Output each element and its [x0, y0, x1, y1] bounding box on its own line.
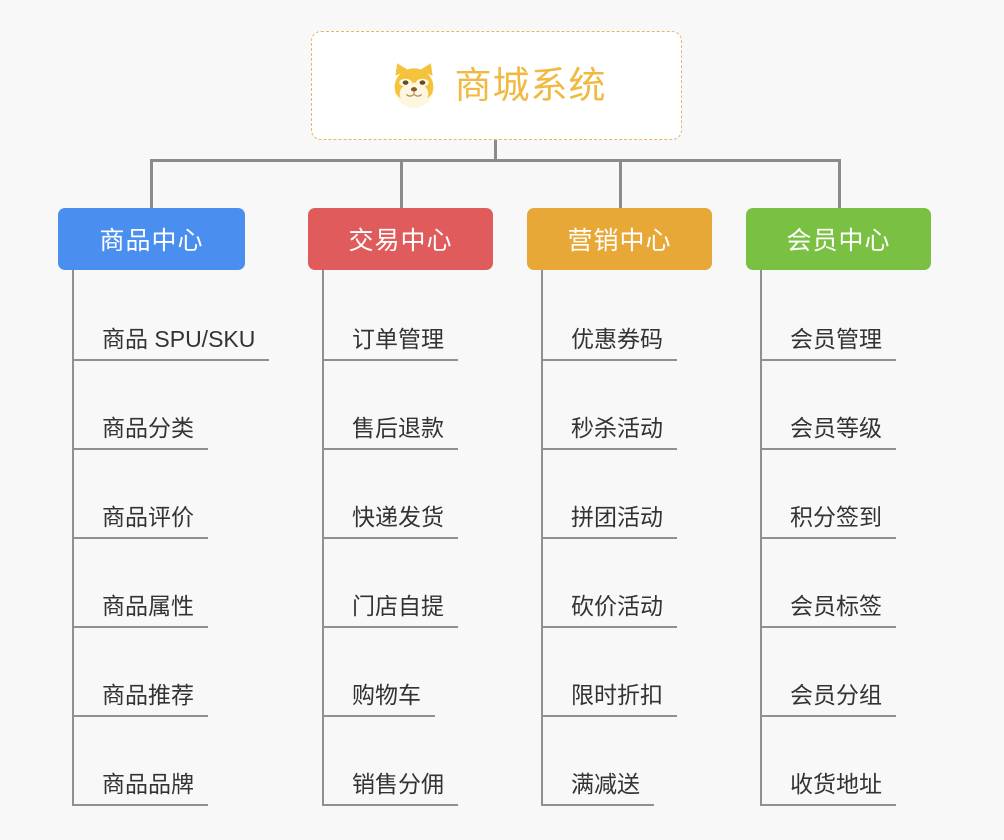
- leaf-list-1: 商品 SPU/SKU 商品分类 商品评价 商品属性 商品推荐 商品品牌: [72, 270, 270, 806]
- branch-column-4: 会员中心 会员管理 会员等级 积分签到 会员标签 会员分组 收货地址: [746, 208, 931, 806]
- leaf-label: 秒杀活动: [571, 414, 663, 441]
- leaf-item[interactable]: 快递发货: [322, 450, 493, 539]
- leaf-item[interactable]: 商品分类: [72, 361, 245, 450]
- connector-root-stem: [494, 140, 497, 161]
- category-header-2-label: 交易中心: [348, 227, 453, 255]
- leaf-item[interactable]: 商品属性: [72, 539, 245, 628]
- branch-column-1: 商品中心 商品 SPU/SKU 商品分类 商品评价 商品属性 商品推荐 商品品牌: [58, 208, 270, 806]
- leaf-list-2: 订单管理 售后退款 快递发货 门店自提 购物车 销售分佣: [322, 270, 493, 806]
- leaf-item[interactable]: 积分签到: [760, 450, 931, 539]
- category-header-4-label: 会员中心: [786, 227, 891, 255]
- leaf-item[interactable]: 商品推荐: [72, 628, 245, 717]
- leaf-label: 会员分组: [790, 681, 882, 708]
- branch-column-2: 交易中心 订单管理 售后退款 快递发货 门店自提 购物车 销售分佣: [308, 208, 493, 806]
- leaf-item[interactable]: 商品评价: [72, 450, 245, 539]
- category-header-3-label: 营销中心: [567, 227, 672, 255]
- leaf-label: 积分签到: [790, 503, 882, 530]
- leaf-list-4: 会员管理 会员等级 积分签到 会员标签 会员分组 收货地址: [760, 270, 931, 806]
- root-node[interactable]: 商城系统: [311, 31, 682, 140]
- leaf-label: 商品评价: [102, 503, 194, 530]
- leaf-item[interactable]: 门店自提: [322, 539, 493, 628]
- leaf-label: 快递发货: [352, 503, 444, 530]
- leaf-item[interactable]: 订单管理: [322, 272, 493, 361]
- leaf-label: 售后退款: [352, 414, 444, 441]
- leaf-item[interactable]: 售后退款: [322, 361, 493, 450]
- shiba-dog-face-icon: [394, 62, 433, 108]
- leaf-item[interactable]: 会员分组: [760, 628, 931, 717]
- leaf-label: 商品属性: [102, 592, 194, 619]
- leaf-item[interactable]: 拼团活动: [541, 450, 712, 539]
- leaf-item[interactable]: 销售分佣: [322, 717, 493, 806]
- leaf-label: 商品品牌: [102, 770, 194, 797]
- connector-drop-4: [838, 159, 841, 208]
- leaf-label: 商品 SPU/SKU: [102, 325, 256, 352]
- leaf-label: 砍价活动: [571, 592, 663, 619]
- connector-drop-3: [619, 159, 622, 208]
- leaf-item[interactable]: 会员等级: [760, 361, 931, 450]
- leaf-item[interactable]: 秒杀活动: [541, 361, 712, 450]
- leaf-label: 会员等级: [790, 414, 882, 441]
- leaf-label: 商品推荐: [102, 681, 194, 708]
- leaf-label: 销售分佣: [352, 770, 444, 797]
- connector-horizontal-bus: [150, 159, 838, 162]
- category-header-4[interactable]: 会员中心: [746, 208, 931, 270]
- leaf-item[interactable]: 商品品牌: [72, 717, 245, 806]
- leaf-item[interactable]: 收货地址: [760, 717, 931, 806]
- connector-drop-2: [400, 159, 403, 208]
- leaf-label: 会员管理: [790, 325, 882, 352]
- leaf-list-3: 优惠券码 秒杀活动 拼团活动 砍价活动 限时折扣 满减送: [541, 270, 712, 806]
- leaf-label: 优惠券码: [571, 325, 663, 352]
- leaf-label: 订单管理: [352, 325, 444, 352]
- leaf-label: 收货地址: [790, 770, 882, 797]
- leaf-item[interactable]: 购物车: [322, 628, 493, 717]
- leaf-item[interactable]: 会员管理: [760, 272, 931, 361]
- leaf-label: 会员标签: [790, 592, 882, 619]
- leaf-label: 门店自提: [352, 592, 444, 619]
- leaf-item[interactable]: 砍价活动: [541, 539, 712, 628]
- branch-column-3: 营销中心 优惠券码 秒杀活动 拼团活动 砍价活动 限时折扣 满减送: [527, 208, 712, 806]
- leaf-label: 满减送: [571, 770, 640, 797]
- leaf-item[interactable]: 满减送: [541, 717, 712, 806]
- category-header-1-label: 商品中心: [99, 227, 204, 255]
- category-header-3[interactable]: 营销中心: [527, 208, 712, 270]
- category-header-1[interactable]: 商品中心: [58, 208, 245, 270]
- leaf-item[interactable]: 优惠券码: [541, 272, 712, 361]
- leaf-label: 商品分类: [102, 414, 194, 441]
- root-title: 商城系统: [454, 65, 607, 106]
- leaf-item[interactable]: 限时折扣: [541, 628, 712, 717]
- category-header-2[interactable]: 交易中心: [308, 208, 493, 270]
- leaf-label: 拼团活动: [571, 503, 663, 530]
- leaf-label: 购物车: [352, 681, 421, 708]
- connector-drop-1: [150, 159, 153, 208]
- leaf-item[interactable]: 会员标签: [760, 539, 931, 628]
- leaf-item[interactable]: 商品 SPU/SKU: [72, 272, 270, 361]
- leaf-label: 限时折扣: [571, 681, 663, 708]
